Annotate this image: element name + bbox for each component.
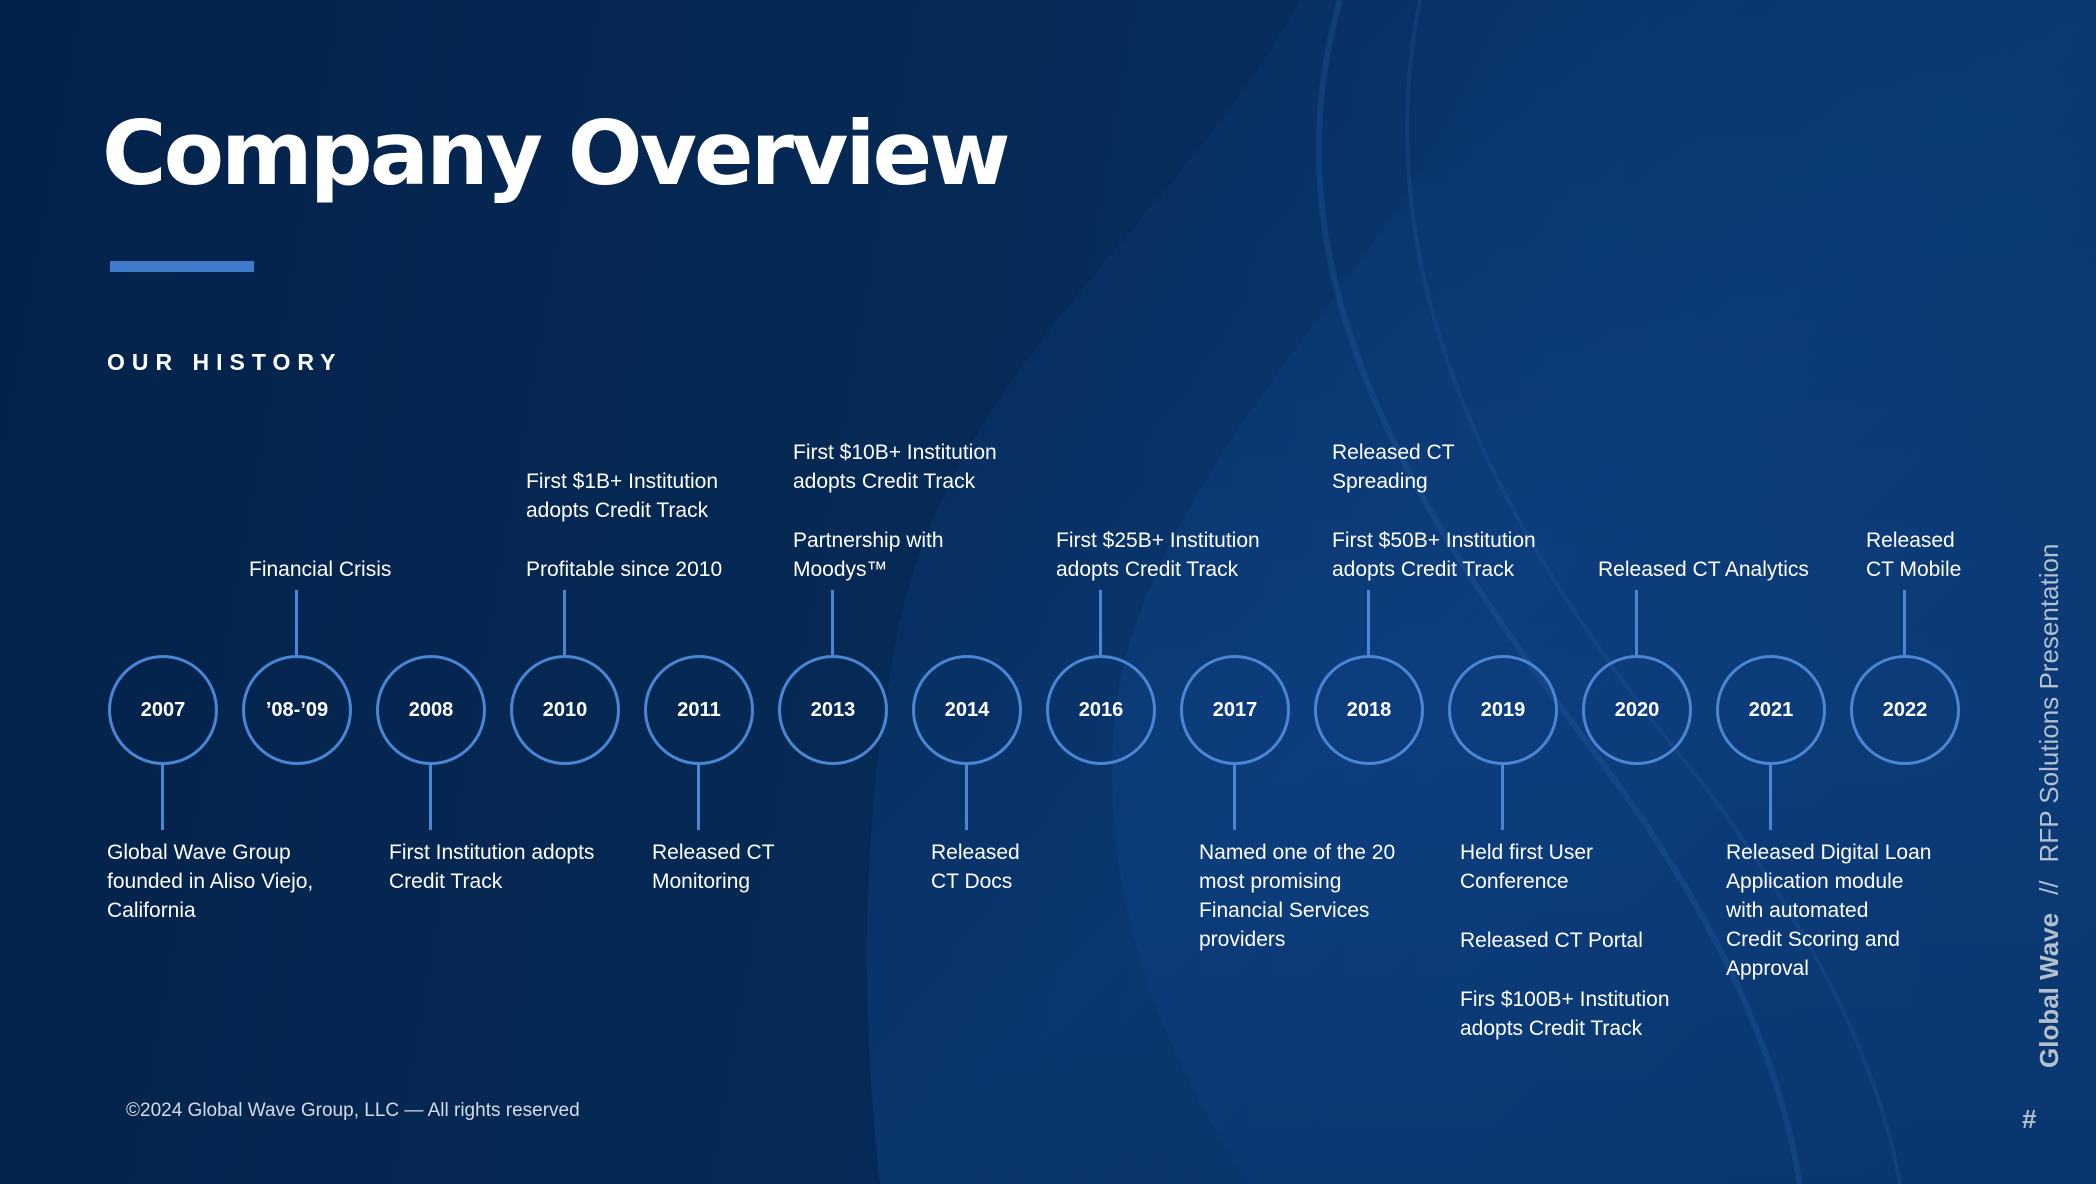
- timeline-node-2007: 2007: [108, 655, 218, 765]
- timeline-node-2018: 2018: [1314, 655, 1424, 765]
- brand-company: Global Wave: [2034, 912, 2064, 1068]
- section-heading: OUR HISTORY: [107, 349, 343, 375]
- milestone-2020: Released CT Analytics: [1598, 555, 1809, 584]
- timeline-node-2016: 2016: [1046, 655, 1156, 765]
- connector-2016: [1099, 590, 1102, 655]
- timeline-node-2021: 2021: [1716, 655, 1826, 765]
- connector-2011: [697, 762, 700, 830]
- timeline-node-2020: 2020: [1582, 655, 1692, 765]
- connector-2013: [831, 590, 834, 655]
- connector-08-09: [295, 590, 298, 655]
- milestone-text: Profitable since 2010: [526, 558, 723, 581]
- connector-2014: [965, 762, 968, 830]
- timeline-node-2013: 2013: [778, 655, 888, 765]
- timeline-node-2014: 2014: [912, 655, 1022, 765]
- timeline-node-2019: 2019: [1448, 655, 1558, 765]
- brand-separator: //: [2034, 880, 2064, 895]
- connector-2020: [1635, 590, 1638, 655]
- page-number: #: [2022, 1104, 2037, 1134]
- timeline-node-2010: 2010: [510, 655, 620, 765]
- brand-subtitle: RFP Solutions Presentation: [2034, 543, 2064, 863]
- milestone-text: Released CT Analytics: [1598, 558, 1809, 581]
- milestone-08-09: Financial Crisis: [249, 555, 391, 584]
- timeline-node-2022: 2022: [1850, 655, 1960, 765]
- connector-2019: [1501, 762, 1504, 830]
- milestone-text: Released CT Portal: [1460, 929, 1643, 952]
- page-title: Company Overview: [102, 102, 1011, 205]
- title-underline: [110, 261, 254, 272]
- connector-2022: [1903, 590, 1906, 655]
- connector-2008: [429, 762, 432, 830]
- side-brand: Global Wave // RFP Solutions Presentation: [2034, 544, 2065, 1068]
- connector-2017: [1233, 762, 1236, 830]
- connector-2010: [563, 590, 566, 655]
- timeline-node-2017: 2017: [1180, 655, 1290, 765]
- timeline-node-2008: 2008: [376, 655, 486, 765]
- connector-2018: [1367, 590, 1370, 655]
- connector-2021: [1769, 762, 1772, 830]
- timeline-node-08-09: ’08-’09: [242, 655, 352, 765]
- timeline-node-2011: 2011: [644, 655, 754, 765]
- copyright-footer: ©2024 Global Wave Group, LLC — All right…: [126, 1100, 580, 1121]
- milestone-text: Financial Crisis: [249, 558, 392, 581]
- connector-2007: [161, 762, 164, 830]
